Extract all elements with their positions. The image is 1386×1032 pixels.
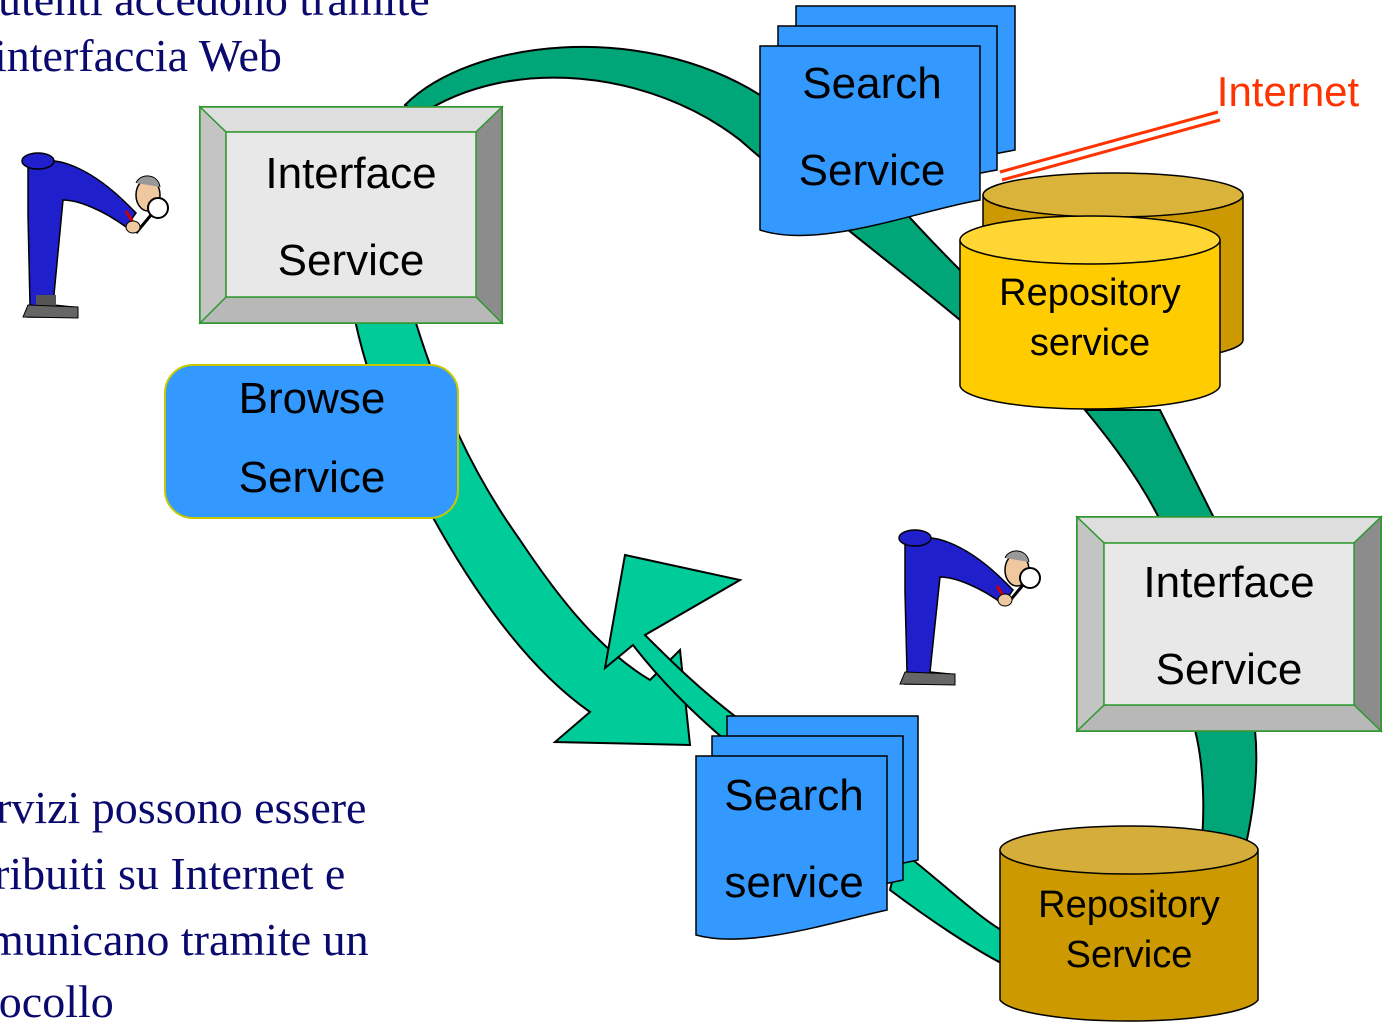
interface-top-line1: Interface: [265, 149, 436, 198]
caption-top-line2: interfaccia Web: [0, 30, 282, 81]
arrow-bottom-to-repo: [888, 848, 1012, 967]
search-service-bottom[interactable]: [695, 715, 919, 940]
arrow-up-left: [603, 553, 743, 742]
browse-service[interactable]: [164, 364, 459, 519]
repository-service-top[interactable]: [959, 172, 1244, 410]
interface-service-top[interactable]: [198, 105, 504, 325]
search-service-top[interactable]: [759, 5, 1016, 237]
user-with-magnifier-icon: [21, 152, 169, 319]
caption-bottom-line3: municano tramite un: [0, 914, 369, 965]
repository-top-line2: service: [1030, 322, 1150, 364]
user-with-magnifier-icon: [898, 529, 1041, 686]
search-bottom-line2: service: [724, 858, 863, 907]
interface-right-line1: Interface: [1143, 558, 1314, 607]
caption-bottom-line1: rvizi possono essere: [0, 782, 367, 833]
arrow-right-down: [1082, 409, 1217, 521]
browse-line1: Browse: [239, 374, 386, 423]
repository-bottom-line2: Service: [1066, 934, 1193, 976]
interface-top-line2: Service: [278, 236, 425, 285]
search-bottom-line1: Search: [724, 771, 863, 820]
interface-service-right[interactable]: [1075, 515, 1383, 733]
internet-link: [999, 110, 1221, 182]
internet-label: Internet: [1217, 68, 1360, 115]
repository-service-bottom[interactable]: [999, 825, 1259, 1022]
repository-top-line1: Repository: [999, 272, 1181, 314]
interface-right-line2: Service: [1156, 645, 1303, 694]
caption-bottom-line2: ribuiti su Internet e: [0, 848, 346, 899]
browse-line2: Service: [239, 453, 386, 502]
caption-bottom-line4: tocollo: [0, 976, 114, 1027]
caption-top-line1: utenti accedono tramite: [0, 0, 430, 30]
search-top-line1: Search: [802, 59, 941, 108]
search-top-line2: Service: [799, 146, 946, 195]
repository-bottom-line1: Repository: [1038, 884, 1220, 926]
